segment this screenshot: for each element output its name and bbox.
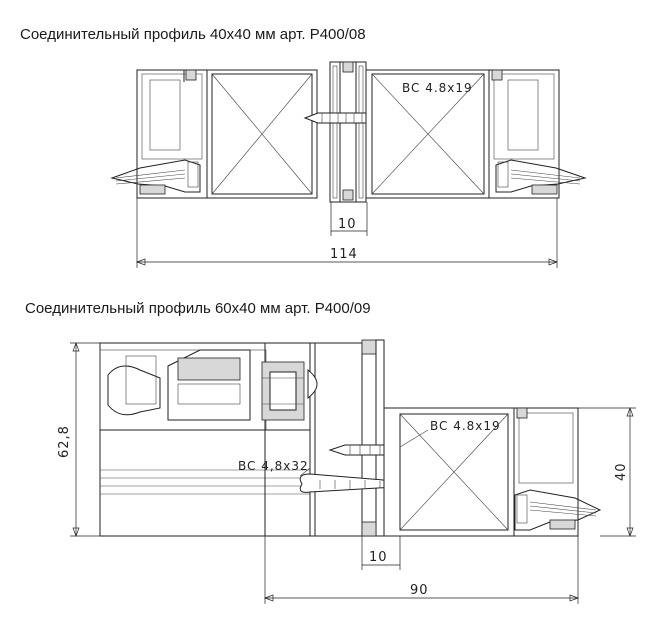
- screw-label-top: BC 4.8x19: [402, 81, 473, 95]
- leader-screw-1: [399, 429, 429, 448]
- dimensions-bottom: [70, 342, 636, 604]
- screw-label-bottom-2: BC 4,8x32: [238, 459, 309, 473]
- dim-gap-top: 10: [338, 217, 357, 232]
- screw-label-bottom-1: BC 4.8x19: [430, 419, 501, 433]
- drawing-connector-60x40: BC 4.8x19 BC 4,8x32 62,8 40 10 90: [57, 339, 636, 604]
- right-glass-unit-bottom: [383, 407, 515, 537]
- dim-gap-bottom: 10: [369, 550, 388, 565]
- leader-screw-2: [299, 467, 311, 477]
- left-glass-unit: [206, 69, 318, 199]
- connector-profile-wide: [309, 339, 385, 537]
- left-frame-profile: [110, 69, 208, 199]
- drawing-connector-40x40: BC 4.8x19 10 114: [110, 61, 587, 268]
- dimensions-top: [136, 198, 558, 268]
- right-glass-unit: [365, 69, 490, 199]
- title-profile-60x40: Соединительный профиль 60х40 мм арт. P40…: [25, 300, 371, 317]
- screw-bottom-2: [299, 368, 409, 493]
- title-profile-40x40: Соединительный профиль 40х40 мм арт. P40…: [20, 26, 366, 43]
- dim-overall-bottom: 90: [410, 583, 429, 598]
- connector-profile: [329, 61, 367, 203]
- dim-height-left: 62,8: [57, 425, 72, 458]
- right-frame-profile: [488, 69, 587, 199]
- dim-height-right: 40: [614, 462, 629, 481]
- left-sash-assembly: [99, 342, 311, 537]
- dim-overall-top: 114: [330, 247, 358, 262]
- right-frame-profile-bottom: [513, 407, 602, 537]
